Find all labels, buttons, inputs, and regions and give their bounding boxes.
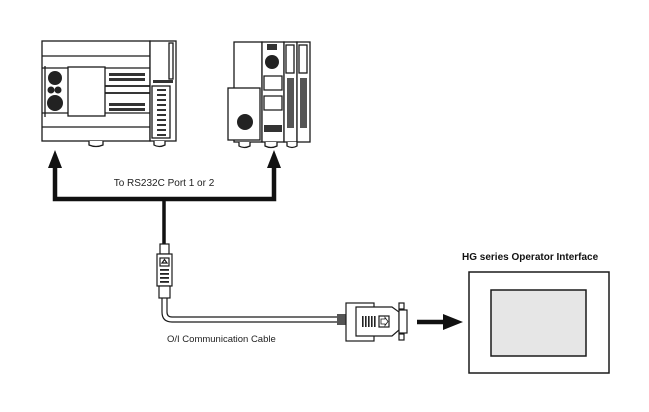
hmi-label: HG series Operator Interface: [462, 252, 599, 263]
io-connector: [287, 78, 307, 128]
arrow-right-icon: [417, 314, 463, 330]
dial-knob-icon: [47, 71, 63, 111]
dsub-connector: [337, 302, 408, 342]
led-row-top: [109, 73, 145, 111]
dial-knob-icon: [237, 114, 253, 130]
terminal-block: [157, 89, 166, 136]
arrow-up-icon: [267, 150, 281, 168]
cable-label: O/I Communication Cable: [167, 334, 276, 345]
port-label: To RS232C Port 1 or 2: [114, 178, 215, 189]
plc-slim: [227, 41, 311, 149]
arrow-up-icon: [48, 150, 62, 168]
port-branch-arrows: [52, 166, 277, 244]
hmi-screen: [490, 289, 587, 357]
mini-din-connector: [156, 243, 173, 299]
hmi-operator-interface: [468, 271, 610, 374]
oi-communication-cable: [161, 298, 342, 323]
plc-all-in-one: [41, 40, 177, 148]
